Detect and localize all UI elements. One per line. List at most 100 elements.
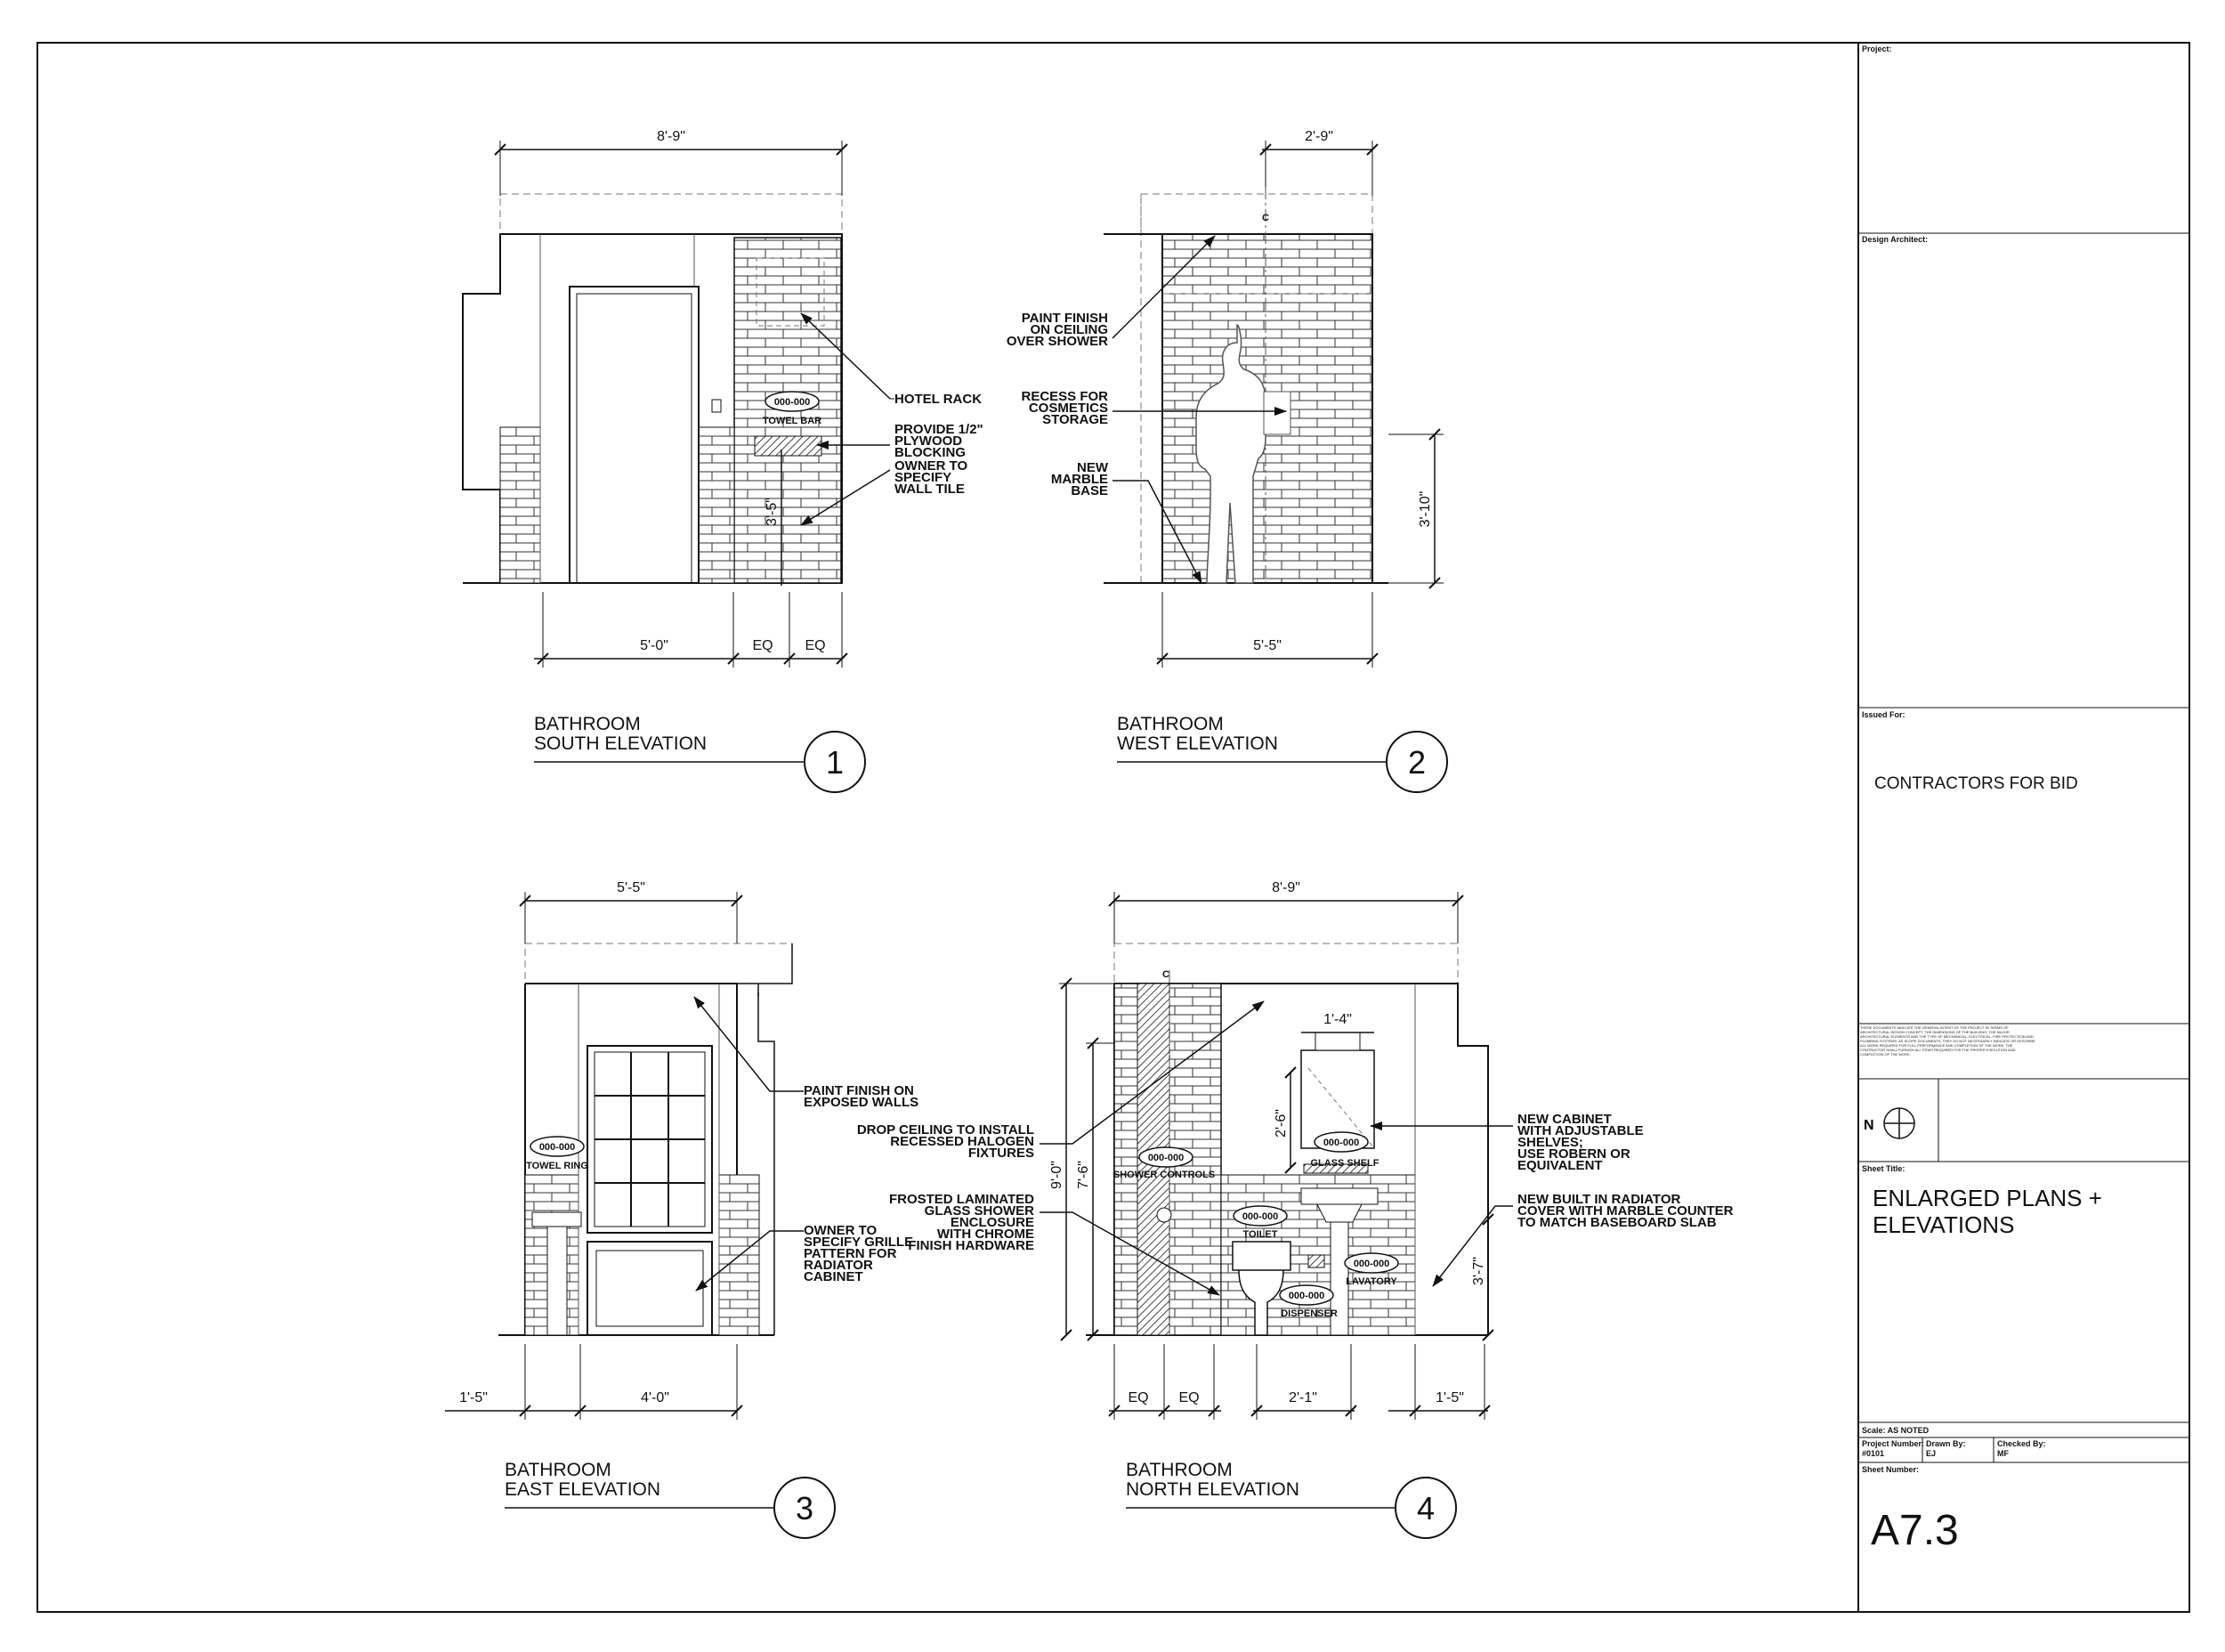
sheet-title-label: Sheet Title:	[1862, 1164, 1905, 1173]
north-view-number: 4	[1417, 1490, 1435, 1526]
south-dim-eq-2: EQ	[805, 638, 825, 653]
east-title-2: EAST ELEVATION	[505, 1479, 660, 1500]
west-note-paint-3: OVER SHOWER	[1007, 334, 1108, 349]
north-title-1: BATHROOM	[1126, 1460, 1233, 1480]
sheet-border	[36, 42, 2190, 1613]
sheet-title-line-1: ENLARGED PLANS +	[1873, 1185, 2102, 1211]
west-title-2: WEST ELEVATION	[1117, 733, 1278, 754]
north-tag-disp: 000-000	[1289, 1291, 1324, 1301]
west-note-paint-2: ON CEILING	[1030, 322, 1108, 337]
north-note-cabinet-3: SHELVES;	[1517, 1135, 1583, 1150]
north-note-shower-5: FINISH HARDWARE	[908, 1238, 1034, 1253]
north-note-radiator-1: NEW BUILT IN RADIATOR	[1517, 1192, 1680, 1207]
north-note-shower-4: WITH CHROME	[937, 1227, 1034, 1242]
north-label: N	[1864, 1118, 1874, 1133]
project-label: Project:	[1862, 45, 1892, 53]
south-dim-bottom: 5'-0"	[640, 638, 668, 653]
checked-by: MF	[1997, 1449, 2009, 1458]
north-title-2: NORTH ELEVATION	[1126, 1479, 1299, 1500]
east-note-grille-5: CABINET	[804, 1269, 863, 1284]
north-note-cabinet-2: WITH ADJUSTABLE	[1517, 1123, 1644, 1138]
east-tag: 000-000	[539, 1142, 575, 1153]
south-note-tile-3: WALL TILE	[894, 482, 965, 497]
east-view-number: 3	[796, 1490, 813, 1526]
south-elevation: 8'-9" 5'-0" EQ EQ 3'-5" 000-000 TOWEL BA…	[462, 129, 983, 793]
west-note-base-3: BASE	[1071, 483, 1108, 498]
west-note-recess-1: RECESS FOR	[1021, 389, 1108, 404]
east-note-paint-1: PAINT FINISH ON	[804, 1083, 914, 1098]
north-tag-toilet: 000-000	[1242, 1211, 1278, 1222]
disclaimer-text: THESE DOCUMENTS INDICATE THE GENERAL INT…	[1860, 1025, 2035, 1057]
north-note-shower-2: GLASS SHOWER	[925, 1203, 1035, 1219]
east-note-grille-3: PATTERN FOR	[804, 1246, 897, 1261]
drawn-by: EJ	[1926, 1449, 1936, 1458]
checked-by-label: Checked By:	[1997, 1439, 2046, 1448]
north-note-shower-1: FROSTED LAMINATED	[889, 1192, 1034, 1207]
north-note-cabinet-1: NEW CABINET	[1517, 1112, 1612, 1127]
east-title-1: BATHROOM	[505, 1460, 611, 1480]
north-arrow-icon	[1883, 1107, 1915, 1139]
south-tag: 000-000	[774, 397, 810, 408]
west-title-1: BATHROOM	[1117, 714, 1224, 734]
north-note-cabinet-4: USE ROBERN OR	[1517, 1146, 1630, 1162]
north-tag-shelf: 000-000	[1323, 1138, 1359, 1148]
west-view-number: 2	[1408, 744, 1426, 781]
north-note-ceiling-1: DROP CEILING TO INSTALL	[857, 1122, 1034, 1138]
north-note-ceiling-3: FIXTURES	[968, 1146, 1034, 1161]
north-dim-b1: 2'-1"	[1289, 1390, 1317, 1405]
south-note-plywood-2: PLYWOOD	[894, 433, 962, 449]
project-number-label: Project Number:	[1862, 1439, 1924, 1448]
north-dim-cab: 2'-6"	[1274, 1109, 1289, 1138]
north-tag-lav: 000-000	[1354, 1259, 1389, 1269]
west-note-recess-3: STORAGE	[1042, 412, 1108, 427]
north-dim-h2: 7'-6"	[1076, 1161, 1091, 1189]
east-dim-top: 5'-5"	[617, 880, 645, 895]
north-tag-toilet-label: TOILET	[1243, 1229, 1278, 1240]
south-note-tile-2: SPECIFY	[894, 470, 951, 485]
west-dim-bottom: 5'-5"	[1253, 638, 1282, 653]
south-tag-label: TOWEL BAR	[763, 416, 821, 426]
east-dim-left: 1'-5"	[459, 1390, 488, 1405]
north-note-ceiling-2: RECESSED HALOGEN	[890, 1134, 1034, 1149]
north-dim-shelf: 1'-4"	[1323, 1012, 1352, 1027]
issued-for-label: Issued For:	[1862, 710, 1905, 719]
north-tag-disp-label: DISPENSER	[1281, 1308, 1338, 1319]
south-note-tile-1: OWNER TO	[894, 458, 968, 474]
south-view-number: 1	[826, 744, 844, 781]
east-elevation: 5'-5" 1'-5" 4'-0" 000-000 TOWEL RING PAI…	[445, 880, 918, 1539]
east-tag-label: TOWEL RING	[526, 1161, 588, 1171]
east-note-paint-2: EXPOSED WALLS	[804, 1095, 918, 1110]
south-title-1: BATHROOM	[534, 714, 641, 734]
west-note-base-1: NEW	[1077, 460, 1109, 475]
north-dim-eq-2: EQ	[1178, 1390, 1199, 1405]
east-note-grille-2: SPECIFY GRILLE	[804, 1235, 913, 1250]
sheet-number-label: Sheet Number:	[1862, 1465, 1919, 1474]
west-dim-top: 2'-9"	[1305, 129, 1333, 144]
north-tag-shower: 000-000	[1148, 1153, 1184, 1163]
sheet-number: A7.3	[1871, 1507, 1959, 1554]
west-note-base-2: MARBLE	[1051, 472, 1108, 487]
south-note-plywood-3: BLOCKING	[894, 445, 966, 460]
west-note-paint-1: PAINT FINISH	[1022, 311, 1108, 326]
issued-for-value: CONTRACTORS FOR BID	[1874, 774, 2078, 793]
south-note-plywood-1: PROVIDE 1/2"	[894, 422, 983, 437]
west-dim-vert: 3'-10"	[1418, 491, 1433, 528]
west-centerline: C	[1262, 213, 1269, 223]
east-note-grille-4: RADIATOR	[804, 1258, 873, 1273]
north-tag-lav-label: LAVATORY	[1346, 1276, 1397, 1287]
north-centerline: C	[1162, 969, 1169, 980]
north-note-shower-3: ENCLOSURE	[951, 1215, 1034, 1230]
east-note-grille-1: OWNER TO	[804, 1223, 878, 1238]
drawn-by-label: Drawn By:	[1926, 1439, 1966, 1448]
north-elevation: C 8'-9" 1'-4" 2'-6" 9'-0" 7'-6" 3'-7	[857, 880, 1734, 1539]
north-dim-eq-1: EQ	[1128, 1390, 1148, 1405]
north-note-radiator-3: TO MATCH BASEBOARD SLAB	[1517, 1215, 1717, 1230]
project-number: #0101	[1862, 1449, 1884, 1458]
south-dim-eq-1: EQ	[752, 638, 773, 653]
north-dim-b2: 1'-5"	[1436, 1390, 1464, 1405]
scale-text: Scale: AS NOTED	[1862, 1426, 1930, 1435]
north-dim-h1: 9'-0"	[1049, 1161, 1064, 1189]
south-note-hotel-rack: HOTEL RACK	[894, 392, 982, 407]
south-dim-top: 8'-9"	[657, 129, 685, 144]
